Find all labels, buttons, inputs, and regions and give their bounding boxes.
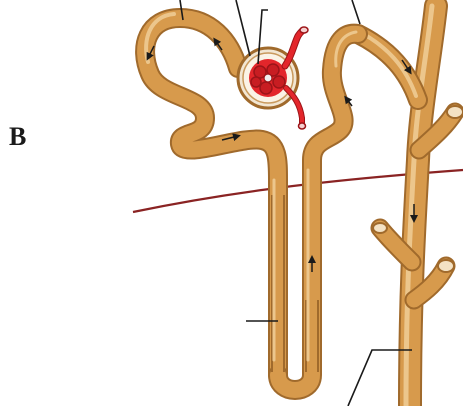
glomerulus: [249, 59, 287, 97]
leader-lines: [180, 0, 412, 406]
vessel-opening-icon: [373, 223, 387, 233]
leader-line: [352, 0, 360, 24]
renal-corpuscle: [238, 27, 308, 129]
collecting-duct: [356, 6, 463, 406]
vessel-opening-icon: [438, 260, 454, 272]
panel-label: B: [9, 124, 26, 150]
vessel-opening-icon: [447, 106, 463, 118]
